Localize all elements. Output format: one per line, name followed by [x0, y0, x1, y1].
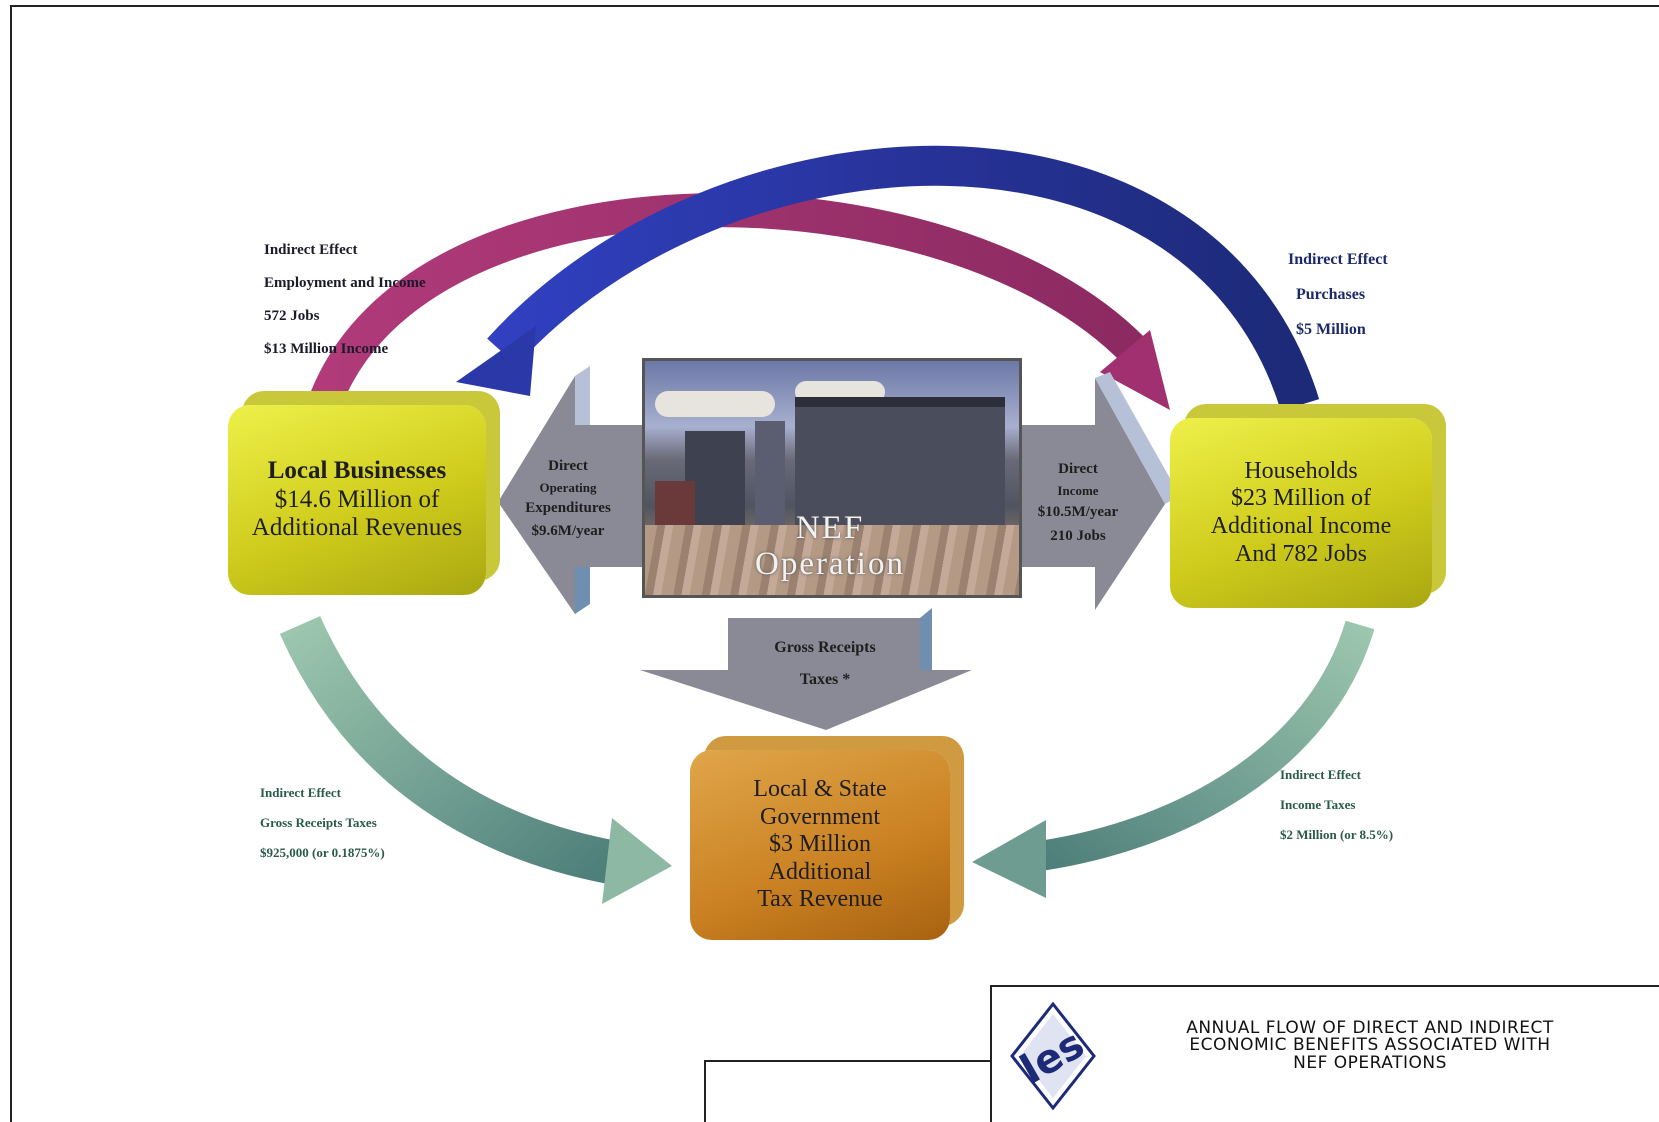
direct-income-line1: Direct	[1058, 461, 1098, 477]
arrow-indirect-income-tax	[1037, 620, 1375, 871]
gross-receipts-line2: Taxes *	[799, 671, 851, 688]
indirect-purchases-note: Indirect Effect Purchases $5 Million	[1288, 242, 1388, 348]
local-businesses-amount: $14.6 Million of	[274, 485, 440, 513]
gross-receipts-line1: Gross Receipts	[774, 639, 876, 656]
direct-income-line3: $10.5M/year	[1037, 504, 1119, 521]
indirect-income-tax-line1: Indirect Effect	[1280, 767, 1361, 782]
title-block	[990, 985, 1659, 1122]
indirect-purchases-line3: $5 Million	[1296, 321, 1366, 339]
government-title-2: Government	[760, 803, 880, 830]
indirect-income-tax-line3: $2 Million (or 8.5%)	[1280, 826, 1394, 842]
government-title: Local & State	[753, 776, 887, 803]
households-desc: Additional Income	[1210, 513, 1392, 539]
nef-operation-photo	[642, 358, 1022, 598]
arrow-head-magenta	[1100, 330, 1170, 410]
government-amount: $3 Million	[768, 831, 871, 858]
direct-income-line4: 210 Jobs	[1050, 527, 1106, 544]
indirect-income-tax-note: Indirect Effect Income Taxes $2 Million …	[1280, 760, 1393, 850]
indirect-gross-receipts-line2: Gross Receipts Taxes	[260, 814, 377, 830]
households-amount: $23 Million of	[1230, 485, 1371, 512]
government-desc-2: Tax Revenue	[757, 886, 883, 913]
local-businesses-block: Local Businesses $14.6 Million of Additi…	[228, 405, 486, 595]
direct-operating-line1: Direct	[548, 458, 588, 474]
indirect-employment-note: Indirect Effect Employment and Income 57…	[264, 234, 426, 366]
indirect-employment-line2: Employment and Income	[264, 275, 426, 291]
local-businesses-title: Local Businesses	[267, 456, 447, 484]
households-title: Households	[1244, 457, 1358, 484]
indirect-gross-receipts-line3: $925,000 (or 0.1875%)	[260, 844, 385, 860]
direct-operating-label: Direct Operating Expenditures $9.6M/year	[504, 455, 632, 542]
government-desc: Additional	[768, 858, 872, 885]
indirect-purchases-line2: Purchases	[1296, 286, 1366, 304]
arrow-head-green-right	[972, 820, 1046, 898]
les-logo-icon: les	[1010, 1001, 1096, 1111]
direct-operating-line3: Expenditures	[525, 500, 611, 516]
government-block: Local & State Government $3 Million Addi…	[690, 750, 950, 940]
arrow-head-blue	[456, 326, 536, 396]
arrow-direct-operating-face	[575, 567, 590, 614]
arrow-direct-operating	[498, 376, 650, 614]
arrow-head-green-left	[602, 818, 672, 904]
operation-label: Operation	[755, 546, 905, 583]
indirect-employment-line1: Indirect Effect	[264, 242, 358, 258]
arrow-indirect-purchases	[487, 145, 1320, 411]
document-title: ANNUAL FLOW OF DIRECT AND INDIRECT ECONO…	[1140, 1018, 1600, 1073]
arrow-direct-operating-side	[575, 366, 590, 425]
arrow-gross-receipts	[640, 618, 972, 730]
arrow-gross-receipts-side	[920, 608, 932, 670]
arrow-direct-income-side	[1095, 372, 1180, 504]
indirect-employment-line4: $13 Million Income	[264, 341, 389, 357]
document-title-line3: NEF OPERATIONS	[1293, 1052, 1447, 1073]
indirect-gross-receipts-line1: Indirect Effect	[260, 785, 341, 800]
nef-label: NEF	[795, 510, 865, 546]
indirect-purchases-line1: Indirect Effect	[1288, 251, 1388, 268]
direct-operating-line2: Operating	[539, 479, 597, 495]
direct-operating-line4: $9.6M/year	[531, 522, 605, 539]
nef-operation-label: NEF Operation	[660, 510, 1000, 583]
document-title-line1: ANNUAL FLOW OF DIRECT AND INDIRECT	[1186, 1018, 1554, 1038]
title-block-secondary	[704, 1060, 992, 1122]
arrow-indirect-gross-receipts	[279, 616, 615, 884]
local-businesses-desc: Additional Revenues	[251, 514, 463, 542]
indirect-employment-line3: 572 Jobs	[264, 308, 320, 324]
gross-receipts-label: Gross Receipts Taxes *	[730, 632, 920, 696]
households-block: Households $23 Million of Additional Inc…	[1170, 418, 1432, 608]
drawing-frame	[10, 5, 1659, 1122]
document-title-line2: ECONOMIC BENEFITS ASSOCIATED WITH	[1189, 1035, 1551, 1056]
indirect-income-tax-line2: Income Taxes	[1280, 796, 1356, 812]
indirect-gross-receipts-note: Indirect Effect Gross Receipts Taxes $92…	[260, 778, 385, 868]
arrow-direct-income	[1020, 378, 1165, 610]
households-jobs: And 782 Jobs	[1234, 540, 1367, 567]
logo-text: les	[1013, 1021, 1092, 1093]
direct-income-label: Direct Income $10.5M/year 210 Jobs	[1028, 458, 1128, 548]
direct-income-line2: Income	[1057, 483, 1099, 499]
